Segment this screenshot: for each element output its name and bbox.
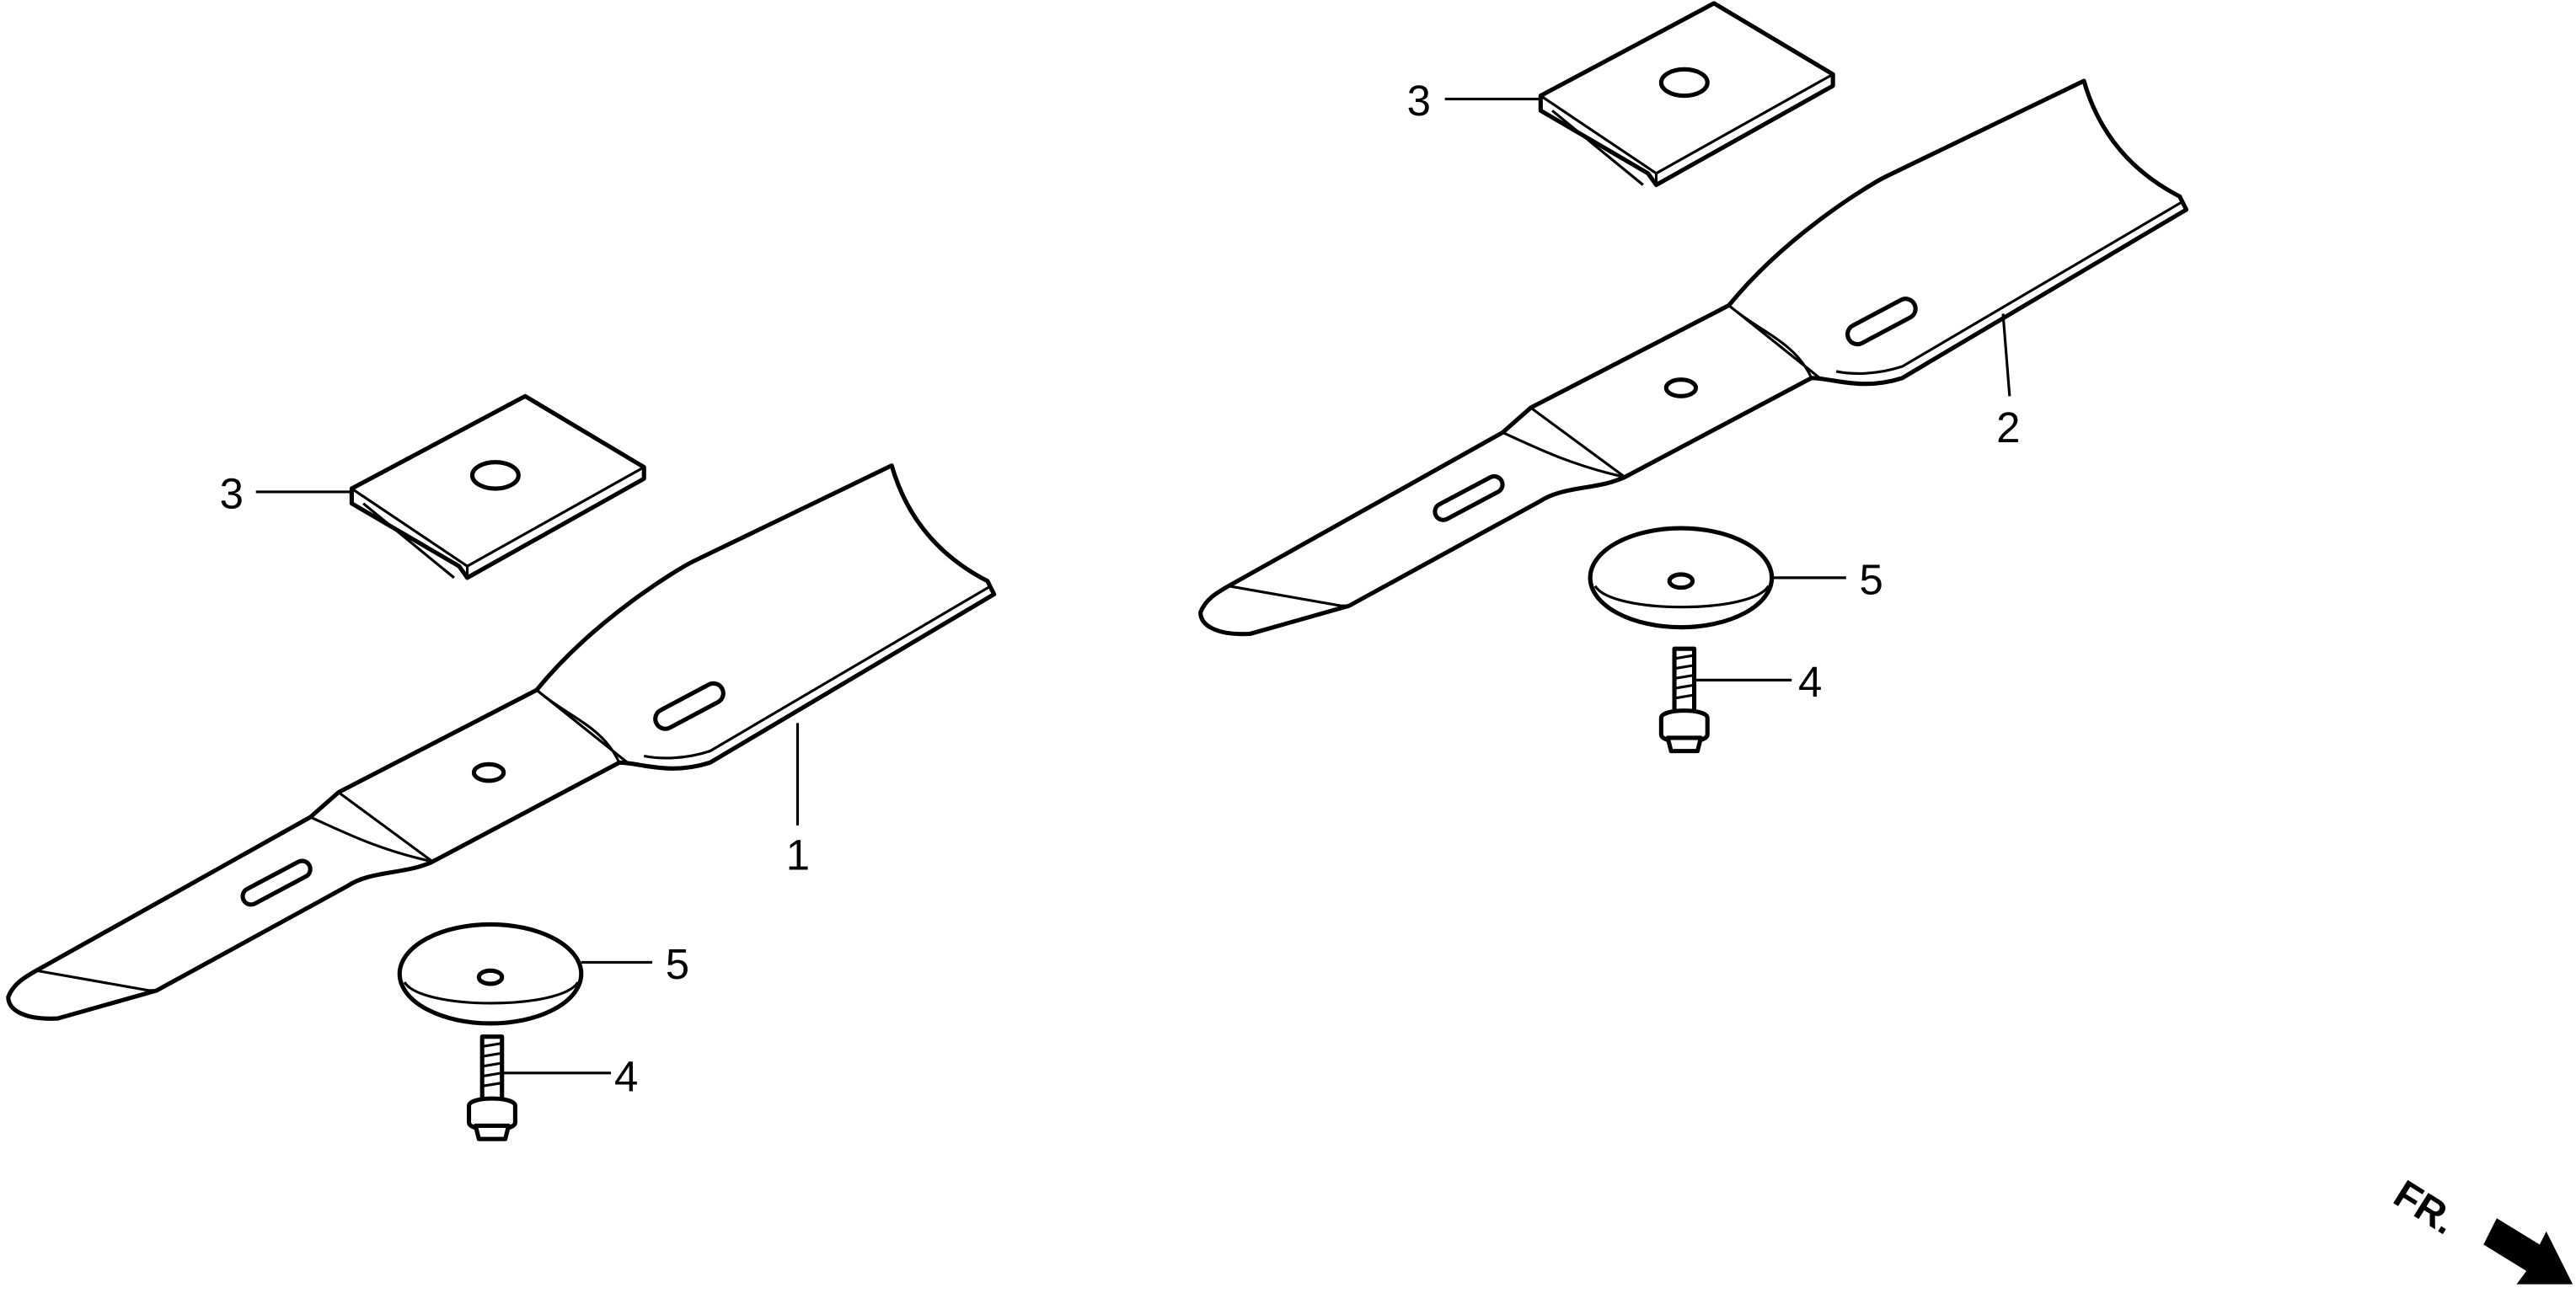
callout-bolt-left: 4 — [614, 1052, 638, 1100]
bolt-right — [1661, 649, 1707, 751]
leader-lines — [255, 98, 2011, 1075]
callout-plate-left: 3 — [220, 470, 244, 518]
callout-washer-right: 5 — [1860, 555, 1883, 603]
plate-right — [1540, 3, 1833, 185]
arrow-right-icon — [2483, 1218, 2573, 1285]
plate-left — [351, 396, 644, 578]
front-direction-indicator: FR. — [2386, 1171, 2573, 1285]
front-label: FR. — [2386, 1171, 2464, 1242]
callout-bolt-right: 4 — [1798, 658, 1822, 706]
washer-left — [399, 924, 581, 1023]
callout-plate-right: 3 — [1407, 77, 1431, 125]
callout-washer-left: 5 — [666, 940, 689, 988]
callout-blade-left: 1 — [786, 831, 810, 879]
washer-right — [1590, 528, 1772, 628]
bolt-left — [469, 1037, 516, 1139]
callout-blade-right: 2 — [1996, 403, 2020, 451]
